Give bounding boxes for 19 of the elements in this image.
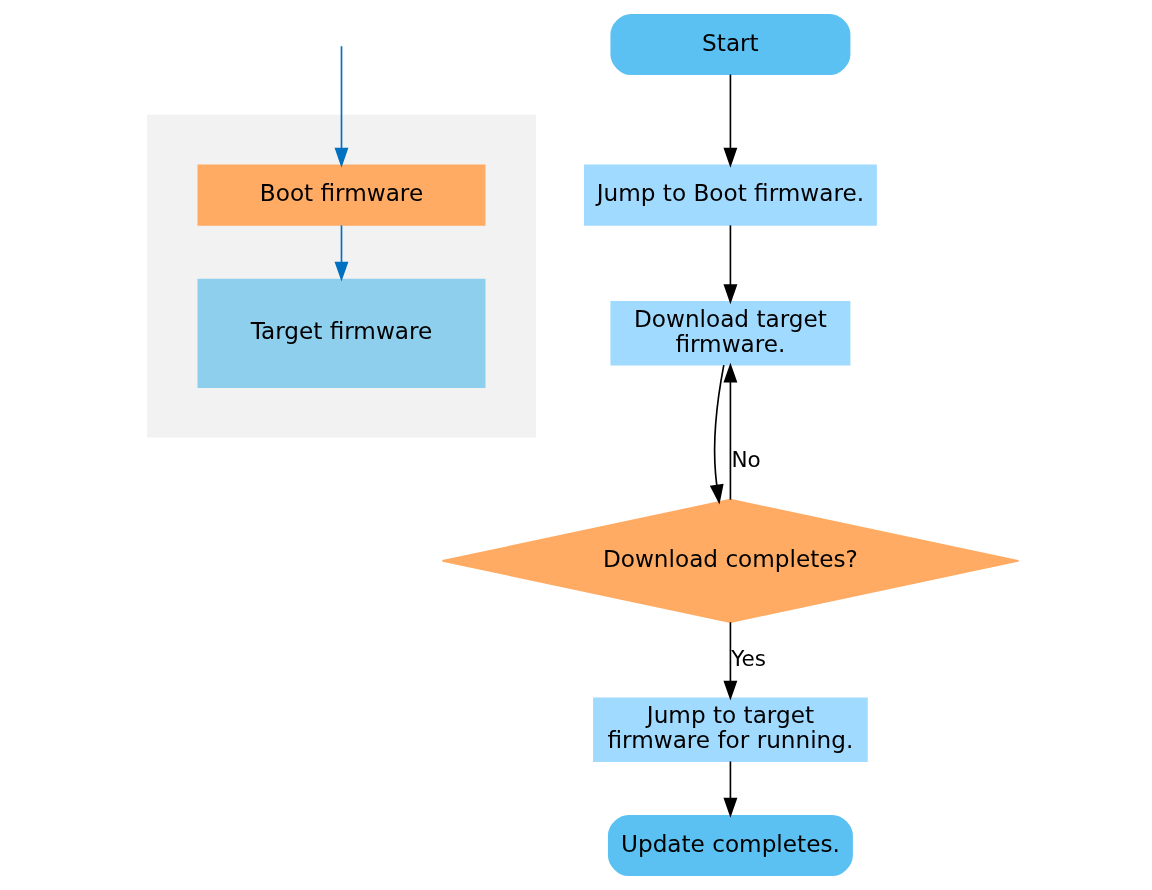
arrow [722, 362, 737, 501]
cluster [146, 114, 536, 438]
arrow [722, 73, 737, 168]
arrow [722, 224, 737, 305]
arrow [722, 760, 737, 818]
arrow [334, 224, 348, 282]
edge-label: No [731, 447, 761, 473]
node-diamond: Download completes? [441, 498, 1019, 623]
node-box: Start [609, 13, 850, 76]
edge-label: Yes [730, 645, 766, 671]
arrow [722, 621, 737, 701]
node-box: Update completes. [607, 814, 853, 877]
arrow [334, 45, 348, 168]
node-box: Jump to Boot firmware. [583, 164, 877, 226]
node-box: Jump to target firmware for running. [592, 697, 868, 762]
node-box: Download target firmware. [609, 301, 850, 366]
node-box: Target firmware [197, 278, 485, 388]
arrow [709, 364, 725, 505]
node-box: Boot firmware [197, 164, 485, 226]
